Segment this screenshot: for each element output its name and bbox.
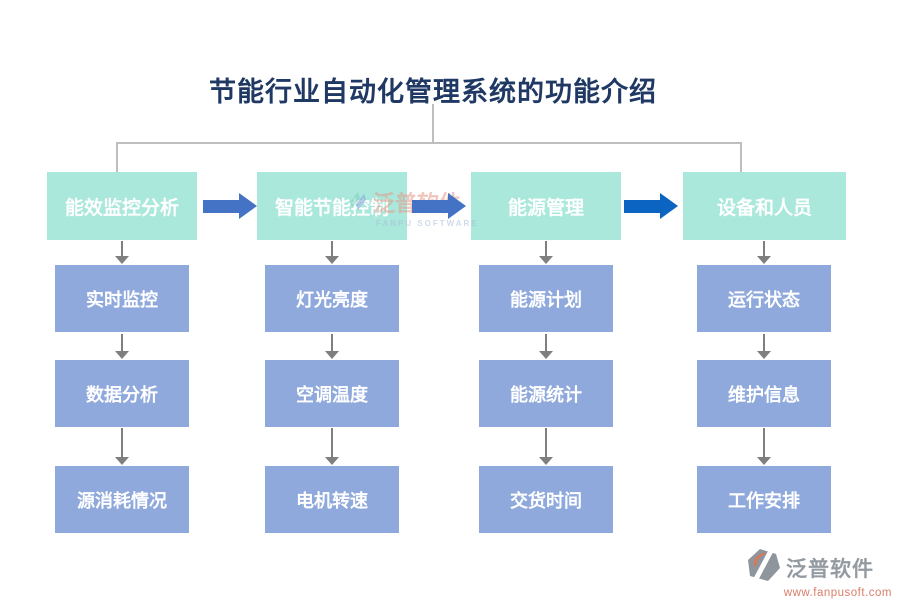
item-box-data-analysis: 数据分析 bbox=[55, 360, 189, 427]
header-box-equipment-personnel: 设备和人员 bbox=[683, 172, 846, 240]
brand-logo-icon bbox=[746, 545, 782, 587]
item-box-motor-speed: 电机转速 bbox=[265, 466, 399, 533]
item-box-work-schedule: 工作安排 bbox=[697, 466, 831, 533]
down-arrow-icon bbox=[323, 241, 341, 264]
down-arrow-icon bbox=[537, 334, 555, 359]
item-box-energy-plan: 能源计划 bbox=[479, 265, 613, 332]
down-arrow-icon bbox=[755, 241, 773, 264]
diagram-title: 节能行业自动化管理系统的功能介绍 bbox=[209, 77, 657, 107]
item-box-consumption: 源消耗情况 bbox=[55, 466, 189, 533]
connector-line-title bbox=[432, 104, 434, 143]
down-arrow-icon bbox=[113, 334, 131, 359]
down-arrow-icon bbox=[537, 428, 555, 465]
item-box-energy-statistics: 能源统计 bbox=[479, 360, 613, 427]
down-arrow-icon bbox=[113, 241, 131, 264]
brand-url: www.fanpusoft.com bbox=[783, 587, 892, 599]
item-box-ac-temperature: 空调温度 bbox=[265, 360, 399, 427]
item-box-running-status: 运行状态 bbox=[697, 265, 831, 332]
down-arrow-icon bbox=[113, 428, 131, 465]
header-box-smart-control: 智能节能控制 bbox=[257, 172, 407, 240]
flow-arrow-icon-1 bbox=[203, 193, 257, 219]
down-arrow-icon bbox=[755, 428, 773, 465]
item-box-realtime-monitoring: 实时监控 bbox=[55, 265, 189, 332]
item-box-maintenance-info: 维护信息 bbox=[697, 360, 831, 427]
connector-line-left bbox=[116, 142, 118, 173]
down-arrow-icon bbox=[537, 241, 555, 264]
item-box-delivery-time: 交货时间 bbox=[479, 466, 613, 533]
header-box-energy-monitoring: 能效监控分析 bbox=[47, 172, 197, 240]
down-arrow-icon bbox=[755, 334, 773, 359]
header-box-energy-management: 能源管理 bbox=[471, 172, 621, 240]
connector-line-right bbox=[740, 142, 742, 173]
down-arrow-icon bbox=[323, 334, 341, 359]
down-arrow-icon bbox=[323, 428, 341, 465]
brand-name: 泛普软件 bbox=[786, 557, 874, 581]
item-box-light-brightness: 灯光亮度 bbox=[265, 265, 399, 332]
brand-logo: 泛普软件 www.fanpusoft.com bbox=[746, 545, 892, 599]
flow-arrow-icon-2 bbox=[412, 193, 466, 219]
connector-line-horizontal bbox=[116, 142, 742, 144]
flow-arrow-icon-3 bbox=[624, 193, 678, 219]
